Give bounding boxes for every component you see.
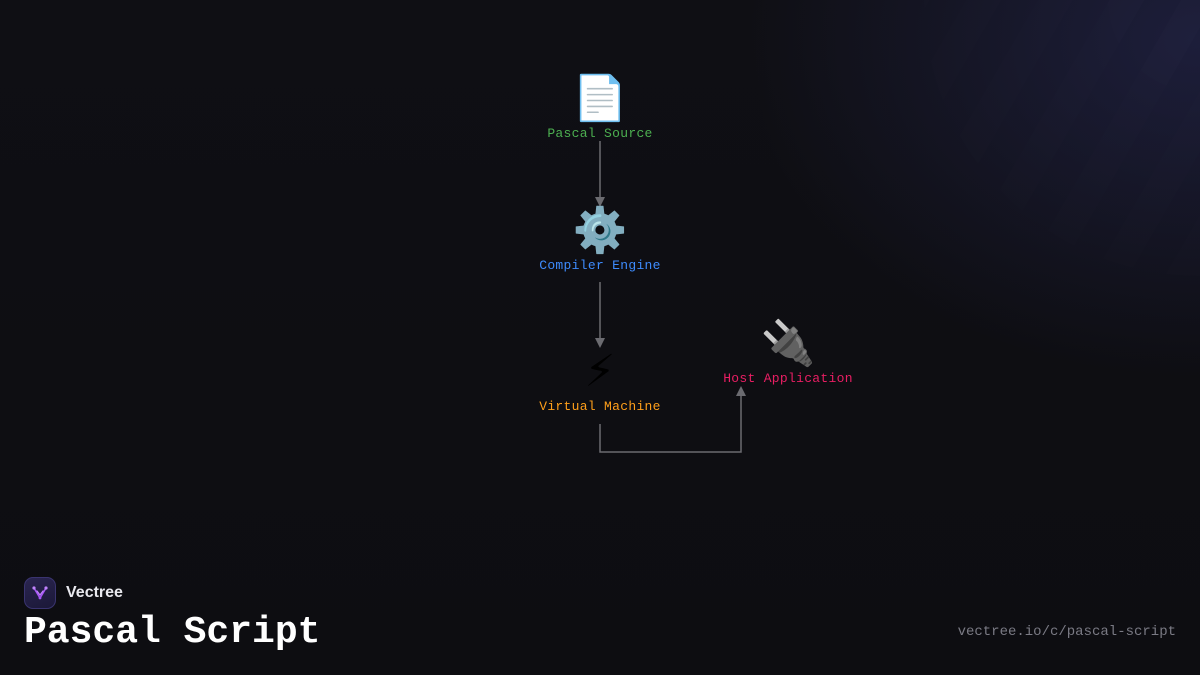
gear-icon: ⚙️ <box>572 205 628 256</box>
node-pascal-source: 📄 Pascal Source <box>547 73 653 142</box>
lightning-icon: ⚡ <box>584 346 616 397</box>
vectree-logo-icon <box>24 577 56 609</box>
brand-name: Vectree <box>66 584 123 601</box>
node-label: Virtual Machine <box>539 399 661 414</box>
node-label: Host Application <box>723 371 853 386</box>
background-rays <box>680 0 1200 520</box>
page-url[interactable]: vectree.io/c/pascal-script <box>957 624 1176 640</box>
edge-virtual-machine-to-host-application <box>599 386 746 453</box>
plug-icon: 🔌 <box>760 318 816 369</box>
page-title: Pascal Script <box>24 611 321 654</box>
node-compiler-engine: ⚙️ Compiler Engine <box>539 205 661 274</box>
brand: Vectree <box>24 577 123 609</box>
node-host-application: 🔌 Host Application <box>723 318 853 387</box>
node-label: Compiler Engine <box>539 258 661 273</box>
node-label: Pascal Source <box>547 126 653 141</box>
document-icon: 📄 <box>572 73 628 124</box>
node-virtual-machine: ⚡ Virtual Machine <box>539 346 661 415</box>
